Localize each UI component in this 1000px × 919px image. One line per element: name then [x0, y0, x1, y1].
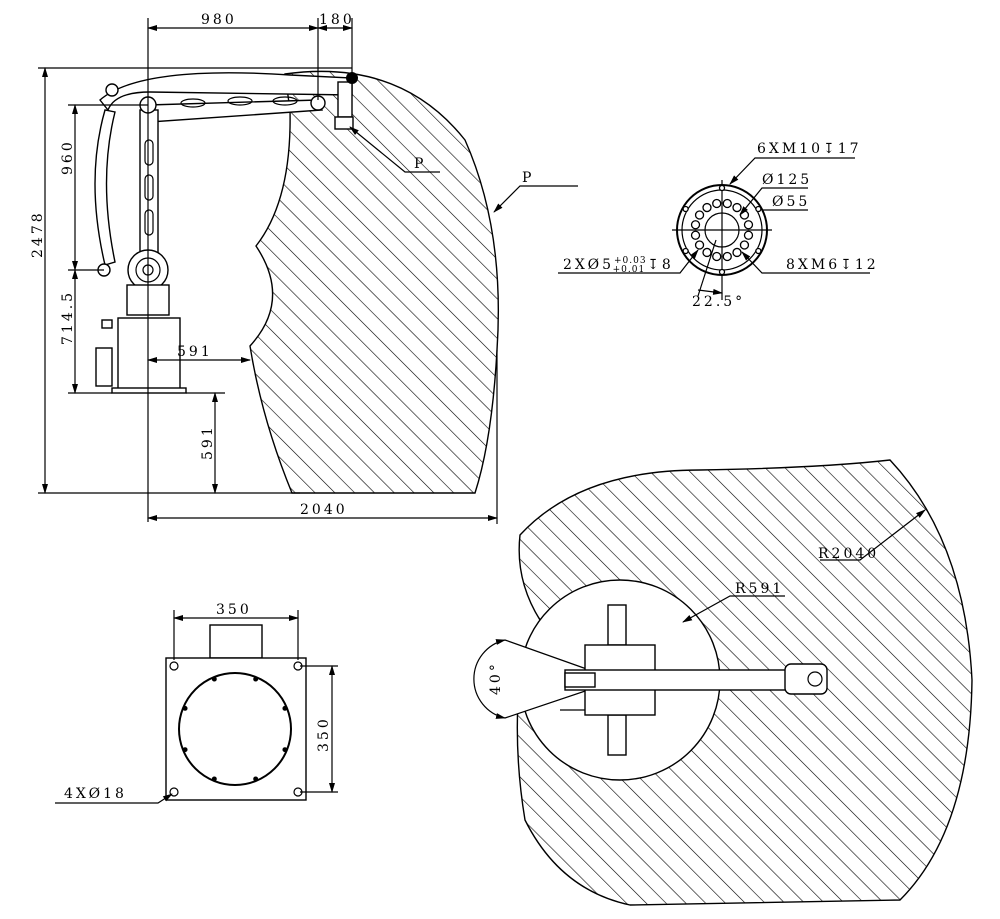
flange-bolt-hole — [694, 240, 705, 250]
flange-detail: 6XM10↧17 Ø125 Ø55 2XØ5+0.03+0.01↧8 8XM6↧… — [558, 141, 879, 310]
base-circle-hole — [282, 747, 288, 753]
flange-angle-label: 22.5° — [692, 294, 745, 310]
flange-6xm10-label: 6XM10↧17 — [757, 141, 862, 157]
base-mount-holes-label: 4XØ18 — [64, 786, 127, 802]
top-view: 40° R591 R2040 — [473, 459, 973, 906]
base-depth-label: 350 — [316, 716, 332, 752]
point-p-tool-label: P — [414, 156, 426, 172]
flange-8xm6-label: 8XM6↧12 — [786, 257, 879, 273]
base-view: 350 350 4XØ18 — [55, 602, 338, 804]
dim-2040: 2040 — [300, 502, 348, 518]
side-work-envelope — [249, 70, 499, 494]
point-p-envelope-label: P — [522, 170, 534, 186]
base-circle-hole — [211, 676, 217, 682]
flange-bolt-hole — [690, 220, 701, 230]
flange-outer-hole — [718, 268, 726, 276]
dim-2478: 2478 — [30, 210, 46, 258]
flange-d125-label: Ø125 — [762, 172, 812, 188]
base-width-label: 350 — [216, 602, 252, 618]
flange-holes — [682, 184, 762, 276]
flange-bolt-hole — [743, 230, 754, 240]
flange-bolt-hole — [702, 247, 712, 258]
flange-outer-hole — [718, 184, 726, 192]
robot-arm-top — [560, 604, 828, 756]
flange-outer-hole — [755, 205, 762, 213]
base-circle-hole — [182, 705, 188, 711]
base-circle-hole — [282, 705, 288, 711]
side-view: 980 180 2478 960 714.5 591 591 2040 P P — [30, 12, 578, 524]
flange-2xd5-label: 2XØ5+0.03+0.01↧8 — [563, 256, 674, 275]
flange-bolt-hole — [690, 230, 701, 240]
dim-714-5: 714.5 — [60, 290, 76, 345]
dim-591-vertical: 591 — [200, 424, 216, 460]
base-motor-box — [209, 624, 263, 659]
flange-outer-hole — [682, 247, 689, 255]
flange-bolt-hole — [722, 198, 732, 209]
dim-980: 980 — [201, 12, 237, 28]
flange-bolt-hole — [694, 210, 705, 220]
top-angle-label: 40° — [488, 661, 504, 695]
flange-outer-hole — [755, 247, 762, 255]
dim-591-horizontal: 591 — [177, 344, 213, 360]
flange-d55-label: Ø55 — [772, 194, 810, 210]
base-circle-hole — [253, 676, 259, 682]
flange-bolt-hole — [722, 251, 732, 262]
flange-bolt-hole — [712, 251, 722, 262]
dim-960: 960 — [60, 139, 76, 175]
base-circle-hole — [182, 747, 188, 753]
flange-bolt-hole — [712, 198, 722, 209]
top-r2040-label: R2040 — [818, 546, 879, 562]
flange-outer-hole — [682, 205, 689, 213]
top-r591-label: R591 — [735, 581, 784, 597]
flange-bolt-hole — [732, 247, 742, 258]
dim-180: 180 — [319, 12, 355, 28]
base-plate — [165, 657, 307, 801]
flange-bolt-hole — [702, 202, 712, 213]
flange-bolt-hole — [732, 202, 742, 213]
flange-bolt-hole — [743, 220, 754, 230]
base-circle-hole — [211, 776, 217, 782]
flange-bolt-hole — [739, 240, 750, 250]
base-circle-hole — [253, 776, 259, 782]
